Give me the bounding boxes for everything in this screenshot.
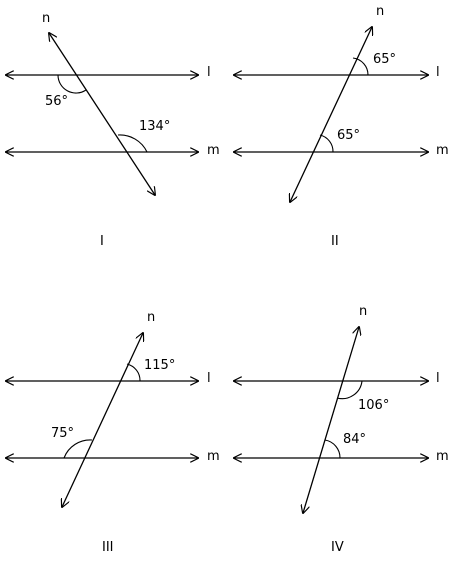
line-l-label: l — [207, 371, 211, 386]
panel-IV: n l m 106° 84° IV — [234, 304, 449, 555]
line-m-label: m — [207, 143, 220, 158]
transversal-n — [62, 333, 143, 507]
angle-lower-label: 134° — [139, 119, 170, 134]
angle-arc-lower — [117, 134, 148, 153]
angle-upper-label: 65° — [373, 52, 396, 67]
panel-caption: I — [100, 234, 104, 249]
angle-upper-label: 115° — [144, 358, 175, 373]
transversal-label: n — [359, 304, 367, 319]
angle-arc-lower — [324, 439, 341, 459]
panel-I: n l m 56° 134° I — [6, 11, 220, 249]
angle-upper-label: 106° — [358, 398, 389, 413]
angle-arc-upper — [336, 380, 363, 400]
angle-arc-upper — [126, 363, 141, 382]
panel-caption: IV — [331, 540, 344, 555]
line-l-label: l — [436, 65, 440, 80]
line-m-label: m — [436, 449, 449, 464]
angle-lower-label: 65° — [337, 128, 360, 143]
panel-II: n l m 65° 65° II — [234, 4, 449, 249]
panel-III: n l m 115° 75° III — [6, 310, 220, 555]
line-m-label: m — [436, 143, 449, 158]
angle-arc-lower — [319, 134, 334, 153]
transversal-label: n — [376, 4, 384, 19]
transversal-n — [49, 33, 155, 195]
angle-lower-label: 75° — [51, 426, 74, 441]
transversal-label: n — [147, 310, 155, 325]
angle-arc-upper — [57, 74, 87, 94]
line-m-label: m — [207, 449, 220, 464]
angle-arc-lower — [63, 439, 93, 459]
transversal-label: n — [42, 11, 50, 26]
panel-caption: III — [102, 540, 114, 555]
transversal-n — [303, 327, 359, 513]
transversal-n — [290, 27, 372, 202]
angle-upper-label: 56° — [45, 94, 68, 109]
line-l-label: l — [436, 371, 440, 386]
angle-lower-label: 84° — [343, 432, 366, 447]
angle-arc-upper — [352, 57, 369, 76]
line-l-label: l — [207, 65, 211, 80]
panel-caption: II — [331, 234, 339, 249]
